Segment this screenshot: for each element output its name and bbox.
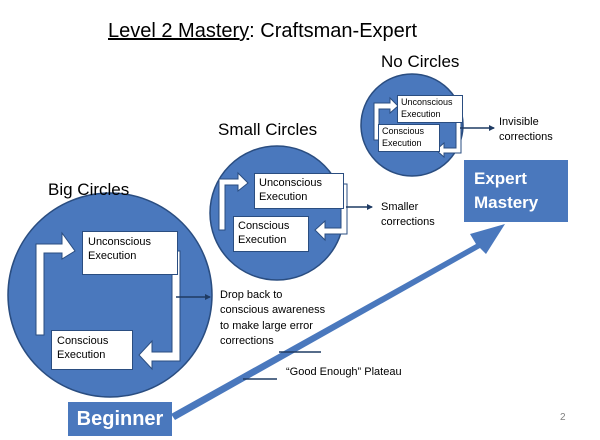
- title-rest: : Craftsman-Expert: [249, 20, 417, 42]
- small-circles-title: Small Circles: [218, 120, 318, 139]
- expert-line2: Mastery: [474, 193, 539, 212]
- none-correction-note: Invisible corrections: [499, 115, 553, 146]
- small-unconscious-line2: Execution: [259, 191, 308, 204]
- title-underlined: Level 2 Mastery: [108, 20, 250, 42]
- big-note-line4: corrections: [220, 335, 274, 348]
- none-unconscious-box: Unconscious Execution: [397, 95, 463, 123]
- big-circles-title: Big Circles: [48, 180, 130, 199]
- none-down-arrow: [435, 115, 462, 159]
- beginner-banner: Beginner: [68, 402, 172, 436]
- big-note-line1: Drop back to: [220, 289, 283, 301]
- small-note-line1: Smaller: [381, 201, 419, 213]
- big-up-arrow: [35, 231, 76, 336]
- expert-mastery-banner: Expert Mastery: [464, 160, 568, 222]
- big-unconscious-line1: Unconscious: [88, 236, 151, 248]
- small-unconscious-box: Unconscious Execution: [254, 173, 344, 209]
- progress-arrow: [171, 224, 505, 420]
- small-conscious-line2: Execution: [238, 234, 287, 247]
- small-correction-note: Smaller corrections: [381, 200, 435, 231]
- small-circle: [209, 145, 345, 281]
- small-conscious-box: Conscious Execution: [233, 216, 309, 252]
- small-note-line2: corrections: [381, 216, 435, 229]
- none-conscious-box: Conscious Execution: [378, 124, 440, 152]
- big-unconscious-line2: Execution: [88, 250, 137, 263]
- none-note-line1: Invisible: [499, 116, 539, 128]
- big-note-line2: conscious awareness: [220, 304, 326, 317]
- plateau-label: “Good Enough” Plateau: [286, 366, 402, 378]
- big-conscious-box: Conscious Execution: [51, 330, 133, 370]
- none-note-line2: corrections: [499, 131, 553, 144]
- big-note-line3: to make large error: [220, 319, 313, 332]
- big-conscious-line2: Execution: [57, 349, 106, 362]
- small-up-arrow: [218, 171, 249, 231]
- small-unconscious-line1: Unconscious: [259, 177, 322, 189]
- none-unconscious-line1: Unconscious: [401, 97, 453, 107]
- small-down-arrow: [314, 183, 348, 242]
- page-title: Level 2 Mastery: Craftsman-Expert: [108, 20, 417, 43]
- none-unconscious-line2: Execution: [401, 108, 441, 119]
- expert-line1: Expert: [474, 169, 527, 188]
- none-conscious-line1: Conscious: [382, 126, 425, 136]
- big-unconscious-box: Unconscious Execution: [82, 231, 178, 275]
- big-conscious-line1: Conscious: [57, 335, 109, 347]
- big-correction-note: Drop back to conscious awareness to make…: [220, 288, 325, 350]
- page-number: 2: [560, 412, 566, 423]
- no-circles-title: No Circles: [381, 52, 460, 71]
- none-conscious-line2: Execution: [382, 137, 422, 148]
- small-conscious-line1: Conscious: [238, 220, 290, 232]
